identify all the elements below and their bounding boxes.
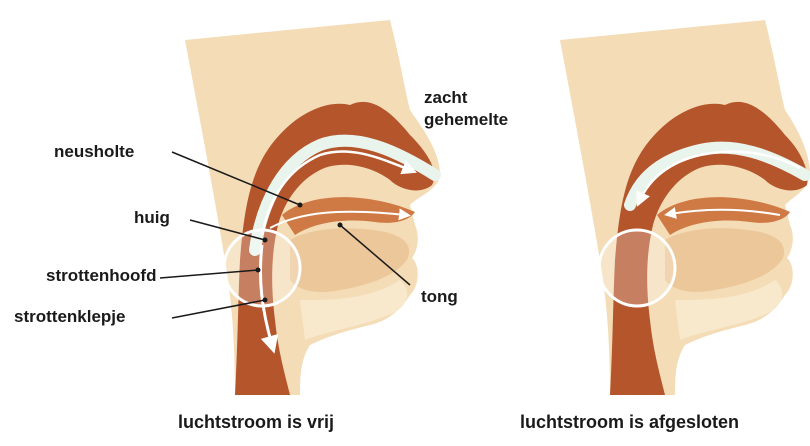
label-zacht-gehemelte-line1: zacht (424, 88, 467, 108)
label-neusholte: neusholte (54, 142, 134, 162)
caption-right: luchtstroom is afgesloten (520, 412, 739, 433)
label-huig: huig (134, 208, 170, 228)
right-head-illustration (560, 20, 810, 395)
label-strottenhoofd: strottenhoofd (46, 266, 156, 286)
label-zacht-gehemelte-line2: gehemelte (424, 110, 508, 130)
caption-left: luchtstroom is vrij (178, 412, 334, 433)
left-head-illustration (160, 20, 440, 395)
right-larynx-circle (599, 230, 675, 306)
label-strottenklepje: strottenklepje (14, 307, 125, 327)
label-tong: tong (421, 287, 458, 307)
left-larynx-circle (224, 230, 300, 306)
